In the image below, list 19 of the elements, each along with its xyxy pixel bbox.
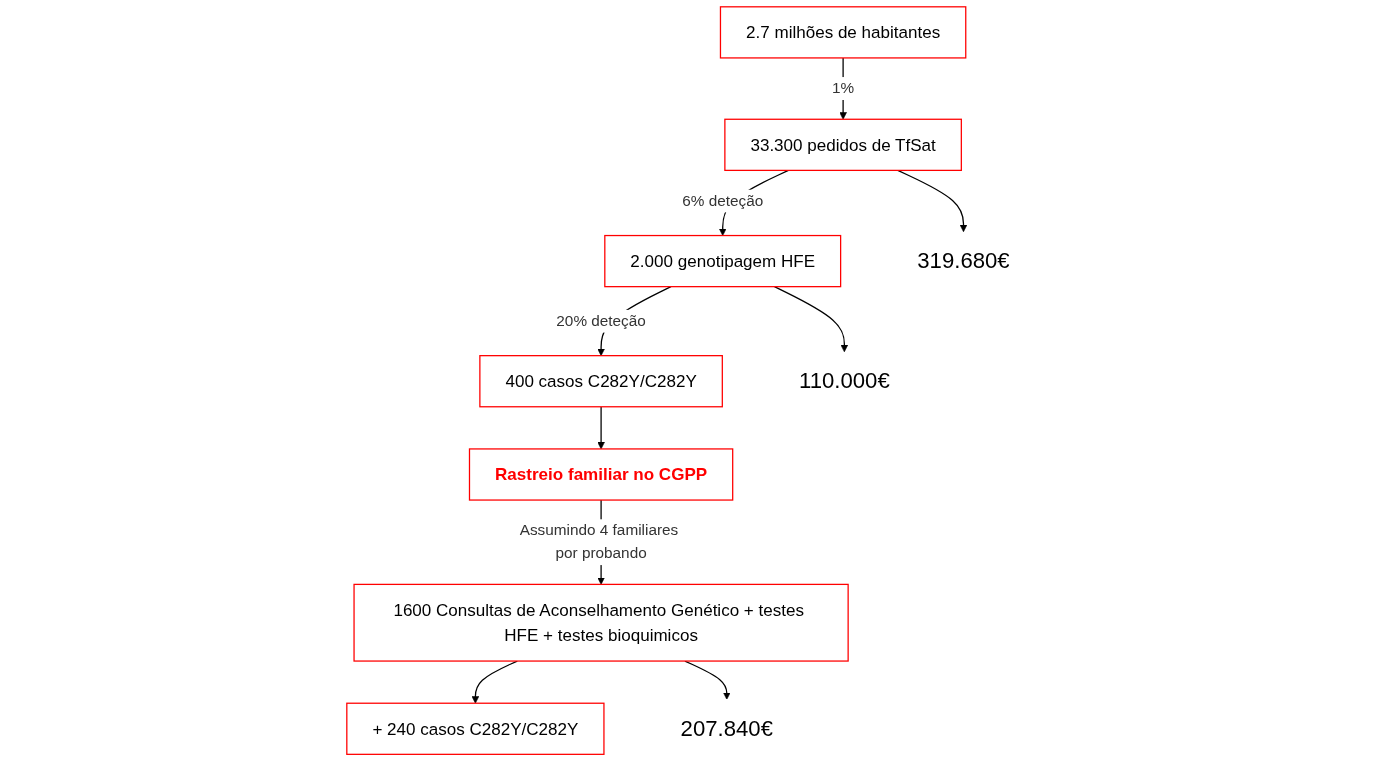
edge-label: 20% deteção	[556, 312, 647, 330]
node-box: 2.7 milhões de habitantes	[720, 6, 967, 59]
arrow	[897, 169, 968, 233]
node-box: 33.300 pedidos de TfSat	[724, 118, 963, 171]
edge-label: Assumindo 4 familiares por probando	[520, 521, 679, 562]
node-box: 2.000 genotipagem HFE	[604, 234, 842, 288]
arrow	[774, 286, 849, 353]
node-box: 1600 Consultas de Aconselhamento Genético + testes HFE + testes bioquimicos	[353, 583, 850, 662]
arrow	[684, 660, 731, 700]
arrow	[839, 57, 848, 120]
node-text: 207.840€	[681, 715, 774, 742]
edge-label: 6% deteção	[682, 192, 764, 210]
arrow	[597, 406, 606, 450]
edge-label: 1%	[832, 79, 855, 97]
node-text: 110.000€	[799, 368, 891, 394]
node-box: 400 casos C282Y/C282Y	[479, 355, 724, 408]
node-text: 319.680€	[917, 247, 1011, 274]
node-box: + 240 casos C282Y/C282Y	[346, 702, 606, 755]
node-box: Rastreio familiar no CGPP	[469, 448, 734, 501]
